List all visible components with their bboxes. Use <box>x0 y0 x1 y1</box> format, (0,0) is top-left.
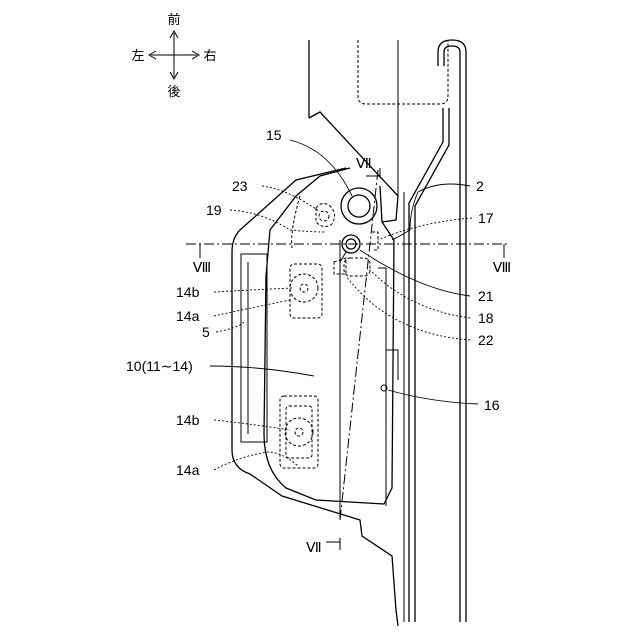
label-2: 2 <box>476 178 484 194</box>
compass-front-label: 前 <box>167 12 180 28</box>
label-14b-lower: 14b <box>176 412 200 428</box>
upper-hidden-box <box>358 40 448 104</box>
leader-lines <box>210 140 478 470</box>
motor-mount-upper <box>290 264 322 318</box>
vertical-rails <box>309 40 404 622</box>
label-17: 17 <box>478 210 494 226</box>
pivot-15 <box>341 188 377 224</box>
label-10: 10(11∼14) <box>126 358 193 374</box>
direction-compass: 前 後 左 右 <box>131 12 216 100</box>
section-viii-left-label: Ⅷ <box>193 259 211 275</box>
compass-left-label: 左 <box>131 49 144 64</box>
label-16: 16 <box>484 397 500 413</box>
label-23: 23 <box>232 178 248 194</box>
reference-numerals: 15 2 23 19 17 21 18 22 14b 14a 5 10(11∼1… <box>126 127 500 478</box>
housing-5 <box>232 168 398 626</box>
compass-rear-label: 後 <box>167 85 180 100</box>
housing-flange <box>241 254 267 442</box>
label-14b-upper: 14b <box>176 284 200 300</box>
label-14a-lower: 14a <box>176 462 200 478</box>
upper-housing-outline <box>309 112 398 222</box>
label-18: 18 <box>478 310 494 326</box>
label-15: 15 <box>266 127 282 143</box>
section-vii-bottom-label: Ⅶ <box>306 539 322 555</box>
label-22: 22 <box>478 332 494 348</box>
compass-right-label: 右 <box>203 49 216 64</box>
label-14a-upper: 14a <box>176 308 200 324</box>
actuator-body-10 <box>264 168 394 504</box>
label-21: 21 <box>478 288 494 304</box>
motor-mount-lower <box>280 396 318 468</box>
panel-2 <box>409 40 466 622</box>
section-viii-right-label: Ⅷ <box>493 259 511 275</box>
label-19: 19 <box>206 202 222 218</box>
label-5: 5 <box>202 324 210 340</box>
section-vii-top-label: Ⅶ <box>356 155 372 171</box>
